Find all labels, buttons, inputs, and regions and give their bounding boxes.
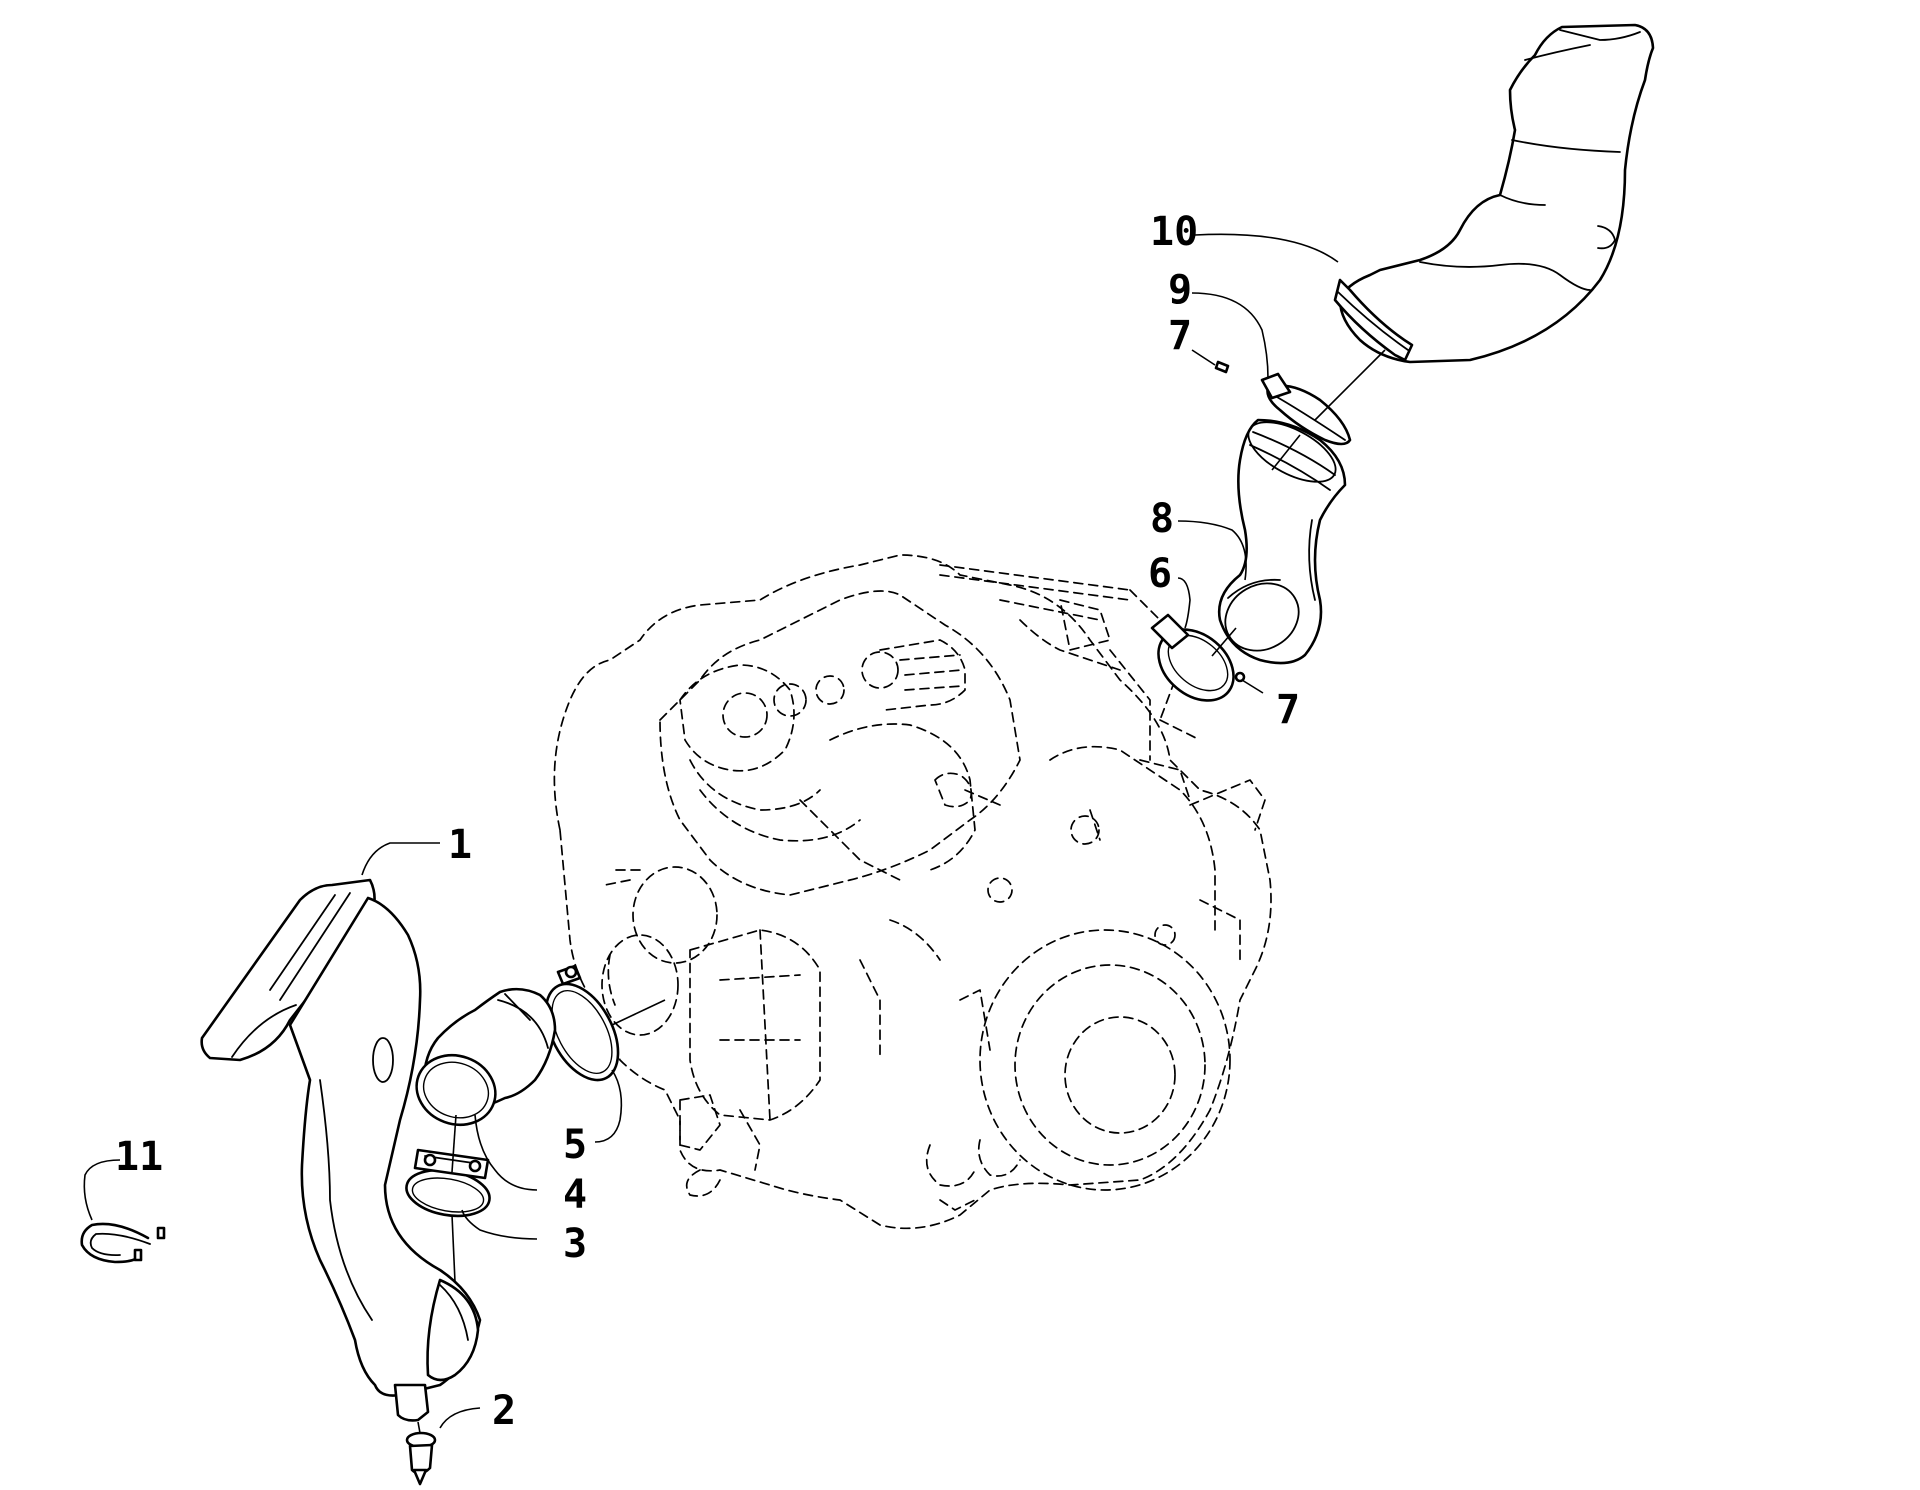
callout-label: 7	[1276, 687, 1300, 733]
part-8-intake-boot	[1217, 418, 1347, 665]
part-9-clamp	[1260, 372, 1352, 446]
callout-label: 1	[448, 822, 472, 868]
callout-label: 3	[563, 1221, 587, 1267]
leader-lines	[83, 233, 1339, 1429]
part-10-air-duct	[1333, 23, 1655, 364]
part-11-snap-ring	[80, 1222, 166, 1264]
callout-label: 11	[115, 1134, 163, 1180]
part-5-clamp	[544, 964, 620, 1082]
engine-outline	[553, 554, 1272, 1230]
alignment-lines	[417, 349, 1386, 1434]
callout-label: 10	[1150, 209, 1198, 255]
callout-label: 4	[563, 1172, 587, 1218]
callout-labels: 1 2 3 4 5 6 7 7 8 9 10 11	[115, 209, 1300, 1434]
callout-label: 8	[1150, 496, 1174, 542]
part-6-clamp	[1150, 613, 1235, 702]
part-1-intake-tube	[200, 878, 482, 1422]
part-2-drain-fitting	[405, 1431, 437, 1486]
callout-label: 9	[1168, 267, 1192, 313]
part-7-screw-upper	[1214, 360, 1230, 374]
callout-label: 5	[563, 1122, 587, 1168]
callout-label: 7	[1168, 313, 1192, 359]
callout-label: 2	[492, 1388, 516, 1434]
callout-label: 6	[1148, 551, 1172, 597]
part-3-clamp	[405, 1148, 491, 1218]
part-7-screw-lower	[1234, 671, 1246, 683]
part-4-elbow-boot	[415, 987, 557, 1127]
